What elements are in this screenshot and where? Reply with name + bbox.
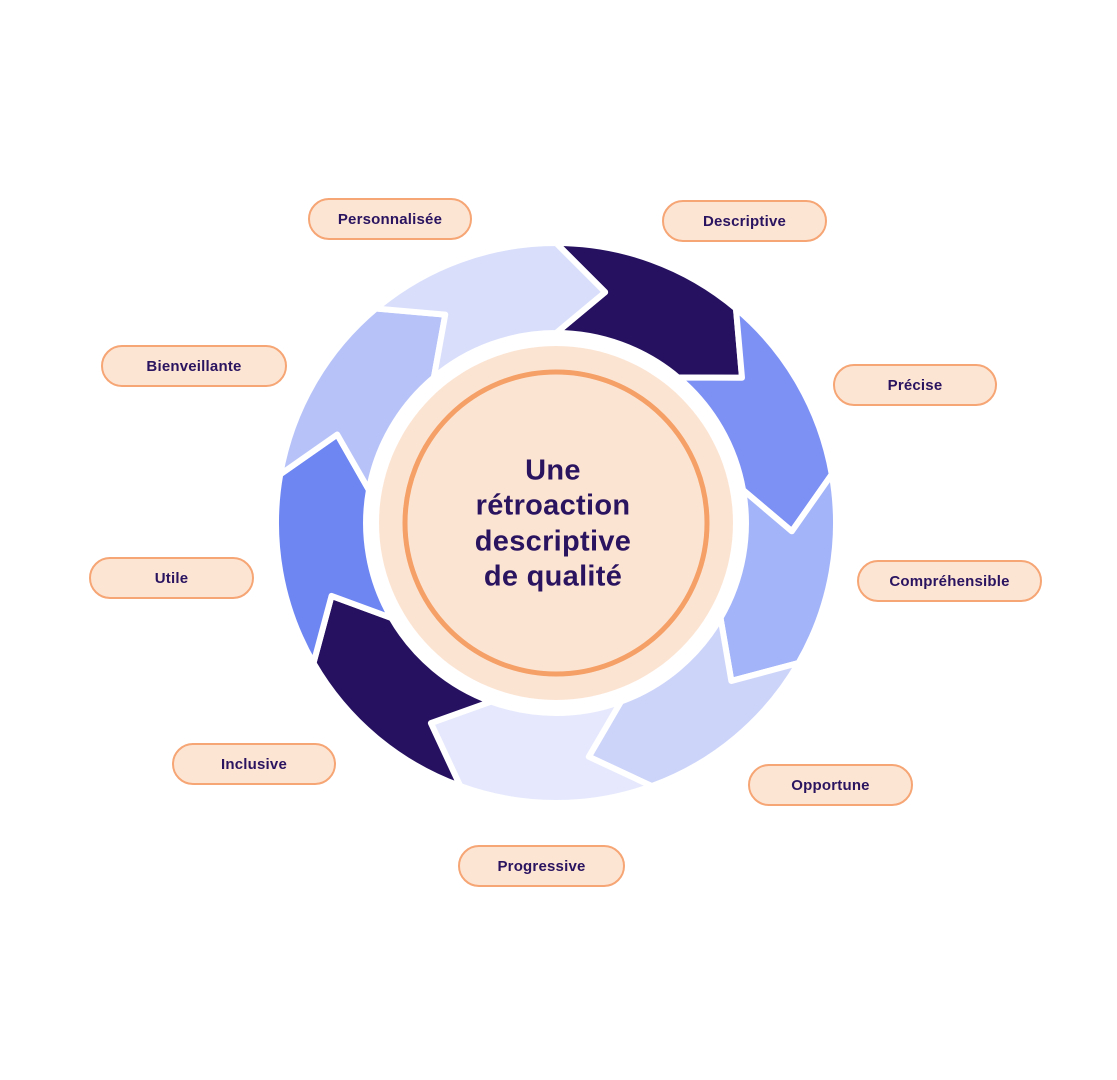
- label-text: Utile: [154, 569, 189, 587]
- label-text: Inclusive: [221, 755, 287, 773]
- center-circle: [379, 346, 733, 700]
- label-pill-bienveillante: Bienveillante: [101, 345, 287, 387]
- label-text: Bienveillante: [146, 357, 242, 375]
- label-text: Progressive: [497, 857, 586, 875]
- diagram-title: Une rétroaction descriptive de qualité: [474, 454, 632, 593]
- label-pill-precise: Précise: [833, 364, 997, 406]
- label-pill-utile: Utile: [89, 557, 254, 599]
- label-text: Opportune: [791, 776, 870, 794]
- label-pill-inclusive: Inclusive: [172, 743, 336, 785]
- center-inner-ring: [402, 369, 710, 677]
- label-pill-descriptive: Descriptive: [662, 200, 827, 242]
- label-text: Descriptive: [702, 212, 787, 230]
- label-text: Compréhensible: [889, 572, 1010, 590]
- label-pill-opportune: Opportune: [748, 764, 913, 806]
- label-pill-personnalisee: Personnalisée: [308, 198, 472, 240]
- label-pill-comprehensible: Compréhensible: [857, 560, 1042, 602]
- label-text: Personnalisée: [337, 210, 443, 228]
- segment-personnalisee-arrow-icon: [372, 240, 609, 381]
- label-pill-progressive: Progressive: [458, 845, 625, 887]
- label-text: Précise: [887, 376, 943, 394]
